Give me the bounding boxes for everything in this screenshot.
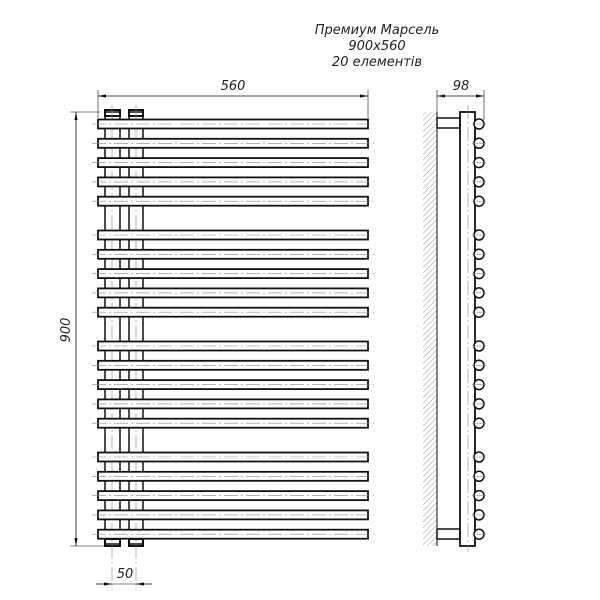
- side-collector: [459, 111, 476, 547]
- side-view: [423, 105, 488, 552]
- wall-hatch: [423, 112, 437, 546]
- front-view: [92, 105, 374, 590]
- top-cap-left: [104, 109, 121, 117]
- dimension-width: 560: [97, 79, 369, 118]
- left-collector: [104, 111, 121, 545]
- dimension-height: 900: [59, 111, 105, 547]
- bottom-fitting-left: [104, 538, 121, 547]
- title-elements: 20 елементів: [332, 55, 422, 70]
- top-bracket: [436, 117, 461, 129]
- dimension-depth-label: 98: [453, 79, 470, 94]
- dimension-depth: 98: [436, 79, 485, 120]
- title-size: 900x560: [348, 39, 405, 54]
- dimension-spacing-label: 50: [117, 567, 134, 582]
- title-model: Премиум Марсель: [315, 23, 439, 38]
- dimension-height-label: 900: [59, 318, 74, 343]
- dimension-connection-spacing: 50: [96, 567, 152, 586]
- bottom-bracket: [436, 528, 461, 540]
- dimension-width-label: 560: [221, 79, 246, 94]
